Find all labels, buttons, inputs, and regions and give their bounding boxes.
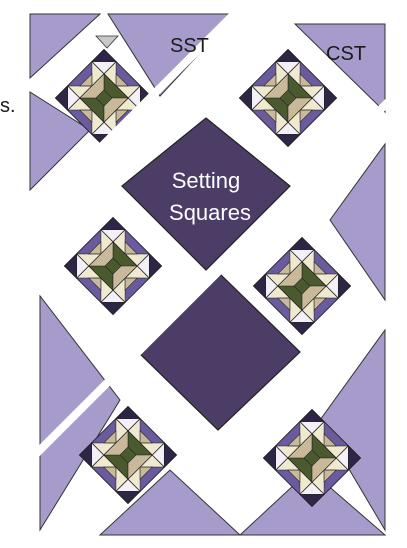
label-cst: CST <box>326 43 366 65</box>
label-setting-line2: Squares <box>169 200 251 225</box>
label-setting-line1: Setting <box>172 168 241 193</box>
label-sst: SST <box>170 35 209 57</box>
label-edge-fragment: s. <box>0 95 16 117</box>
